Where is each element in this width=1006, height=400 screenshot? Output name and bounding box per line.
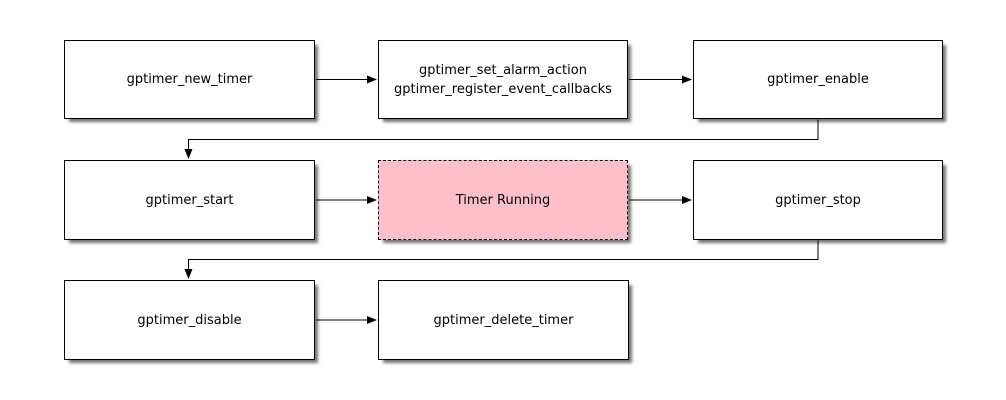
node-label: gptimer_stop	[775, 192, 861, 208]
node-gptimer-new-timer: gptimer_new_timer	[64, 40, 315, 119]
node-label: Timer Running	[455, 192, 551, 208]
node-label: gptimer_new_timer	[126, 72, 253, 87]
node-gptimer-start: gptimer_start	[64, 160, 315, 240]
node-timer-running: Timer Running	[378, 160, 628, 240]
node-label: gptimer_disable	[137, 312, 242, 328]
arrow-enable-to-start	[184, 119, 819, 159]
node-gptimer-disable: gptimer_disable	[64, 280, 315, 360]
arrow-stop-to-disable	[184, 240, 819, 279]
node-gptimer-delete-timer: gptimer_delete_timer	[378, 280, 629, 360]
node-set-alarm-register-callbacks: gptimer_set_alarm_action gptimer_registe…	[378, 40, 628, 119]
node-gptimer-stop: gptimer_stop	[693, 160, 943, 240]
node-label: gptimer_start	[145, 192, 234, 208]
node-gptimer-enable: gptimer_enable	[693, 40, 943, 119]
node-label: gptimer_set_alarm_action gptimer_registe…	[394, 62, 612, 97]
node-label: gptimer_enable	[767, 72, 869, 87]
node-label: gptimer_delete_timer	[433, 312, 574, 328]
